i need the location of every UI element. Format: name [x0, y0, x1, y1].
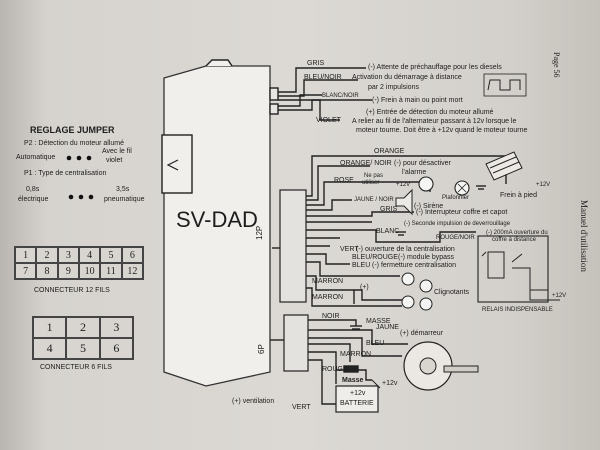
page-number: Page 56	[552, 52, 561, 78]
wire-bleu-noir: BLEU/NOIR	[304, 74, 342, 81]
connector-12-label: CONNECTEUR 12 FILS	[34, 287, 110, 294]
masse-text: MASSE	[366, 318, 391, 325]
connector-pin: 5	[66, 338, 100, 359]
wire-blanc-noir: BLANC/NOIR	[322, 93, 359, 99]
gris-top-desc: (-) Attente de préchauffage pour les die…	[368, 64, 502, 71]
wire-noir: NOIR	[322, 313, 340, 320]
frein-main-text: (-) Frein à main ou point mort	[372, 97, 463, 104]
bleu-12p-desc: (-) fermetture centralisation	[372, 262, 457, 269]
plus-marker: (+)	[360, 284, 369, 291]
vert-desc: (-) ouverture de la centralisation	[356, 246, 455, 253]
jumper-automatique: Automatique	[16, 154, 56, 161]
jumper-time-08: 0,8s	[26, 186, 40, 193]
connector-pin: 4	[79, 247, 101, 263]
wire-bleu-6p: BLEU	[366, 340, 385, 347]
moteur-line1: (+) Entrée de détection du moteur allumé	[366, 109, 494, 116]
battery-plus: +12v	[350, 390, 366, 397]
plus12-alarm: +12V	[396, 182, 411, 188]
manual-title: Manuel d'utilisation	[579, 200, 589, 272]
connector-pin: 2	[66, 317, 100, 338]
jumper-electrique: électrique	[18, 196, 49, 203]
connector-pin: 12	[121, 263, 143, 279]
jaune-noir-desc: (-) Sirène	[414, 203, 444, 210]
connector-pin: 1	[33, 317, 67, 338]
battery-label: BATTERIE	[340, 400, 374, 407]
wire-violet: VIOLET	[316, 117, 341, 124]
connector-pin: 1	[15, 247, 37, 263]
connector-pin: 4	[33, 338, 67, 359]
wire-rouge-noir: ROUGE/NOIR	[436, 235, 475, 241]
connector-pin: 6	[121, 247, 143, 263]
module-name: SV-DAD	[176, 207, 258, 232]
gris-12p-desc: (-) Interrupteur coffre et capot	[416, 209, 508, 216]
connector-pin: 9	[57, 263, 79, 279]
plafonnier-text: Plafonnier	[442, 195, 470, 201]
clignotants-text: Clignotants	[434, 289, 470, 296]
wire-orange-noir: ORANGE/ NOIR	[340, 160, 392, 167]
wire-jaune-noir: JAUNE / NOIR	[354, 197, 394, 203]
jumper-pneumatique: pneumatique	[104, 196, 145, 203]
connector-pin: 6	[99, 338, 133, 359]
wire-rose: ROSE	[334, 177, 354, 184]
bleu-rouge-desc: (-) module bypass	[398, 254, 455, 261]
plus12-relay: +12V	[552, 293, 567, 299]
connector-pin: 5	[100, 247, 122, 263]
moteur-line2: A relier au fil de l'alternateur passant…	[352, 118, 517, 125]
orange-noir-desc: (-) pour désactiver	[394, 160, 451, 167]
connector-pin: 10	[79, 263, 101, 279]
connector-pin: 3	[99, 317, 133, 338]
frein-pied-text: Frein à pied	[500, 192, 537, 199]
connector-pin: 2	[36, 247, 58, 263]
connector-6-label: CONNECTEUR 6 FILS	[40, 364, 112, 371]
plus12v-ignition: +12v	[382, 380, 398, 387]
wire-rouge: ROUGE	[322, 366, 348, 373]
wire-gris-12p: GRIS	[380, 206, 398, 213]
connector-pin: 8	[36, 263, 58, 279]
alarme-text: l'alarme	[402, 169, 427, 176]
ventilation-text: (+) ventilation	[232, 398, 275, 405]
connector-pin: 11	[100, 263, 122, 279]
wire-orange: ORANGE	[374, 148, 405, 155]
wire-marron-1: MARRON	[312, 278, 344, 285]
jumper-avec-fil: Avec le fil	[102, 148, 132, 155]
wire-bleu-rouge: BLEU/ROUGE	[352, 254, 398, 261]
moteur-line3: moteur tourne. Doit être à +12v quand le…	[356, 127, 528, 134]
wire-marron-6p: MARRON	[340, 351, 372, 358]
wire-jaune: JAUNE	[376, 324, 399, 331]
bleu-noir-desc: Activation du démarrage à distance	[352, 74, 462, 81]
plus12-brake: +12V	[536, 182, 551, 188]
impulsions-text: par 2 impulsions	[368, 84, 419, 91]
wire-marron-2: MARRON	[312, 294, 344, 301]
connector-pin: 7	[15, 263, 37, 279]
masse-label: Masse	[342, 377, 364, 384]
connector-pin: 3	[57, 247, 79, 263]
wire-bleu-12p: BLEU	[352, 262, 371, 269]
jumper-time-35: 3,5s	[116, 186, 130, 193]
jumper-violet: violet	[106, 157, 123, 164]
jumper-title: REGLAGE JUMPER	[30, 125, 115, 135]
utiliser-text: utiliser	[362, 180, 380, 186]
ne-pas-text: Ne pas	[364, 173, 384, 179]
jumper-p2-label: P2 : Détection du moteur allumé	[24, 140, 124, 147]
wire-gris-top: GRIS	[307, 60, 325, 67]
coffre-line1: (-) 200mA ouverture du	[486, 230, 548, 236]
jumper-p1-label: P1 : Type de centralisation	[24, 170, 107, 177]
coffre-line2: coffre à distance	[492, 237, 536, 243]
second-impulsion-text: (-) Seconde impulsion de deverrouillage	[404, 221, 511, 227]
connector-12p-label: 12P	[255, 225, 264, 240]
wire-vert-12p: VERT	[340, 246, 359, 253]
wire-vert-6p: VERT	[292, 404, 311, 411]
wire-blanc: BLANC	[376, 228, 400, 235]
relais-text: RELAIS INDISPENSABLE	[482, 307, 553, 313]
connector-6p-label: 6P	[257, 344, 266, 354]
demarreur-text: (+) démarreur	[400, 330, 443, 337]
